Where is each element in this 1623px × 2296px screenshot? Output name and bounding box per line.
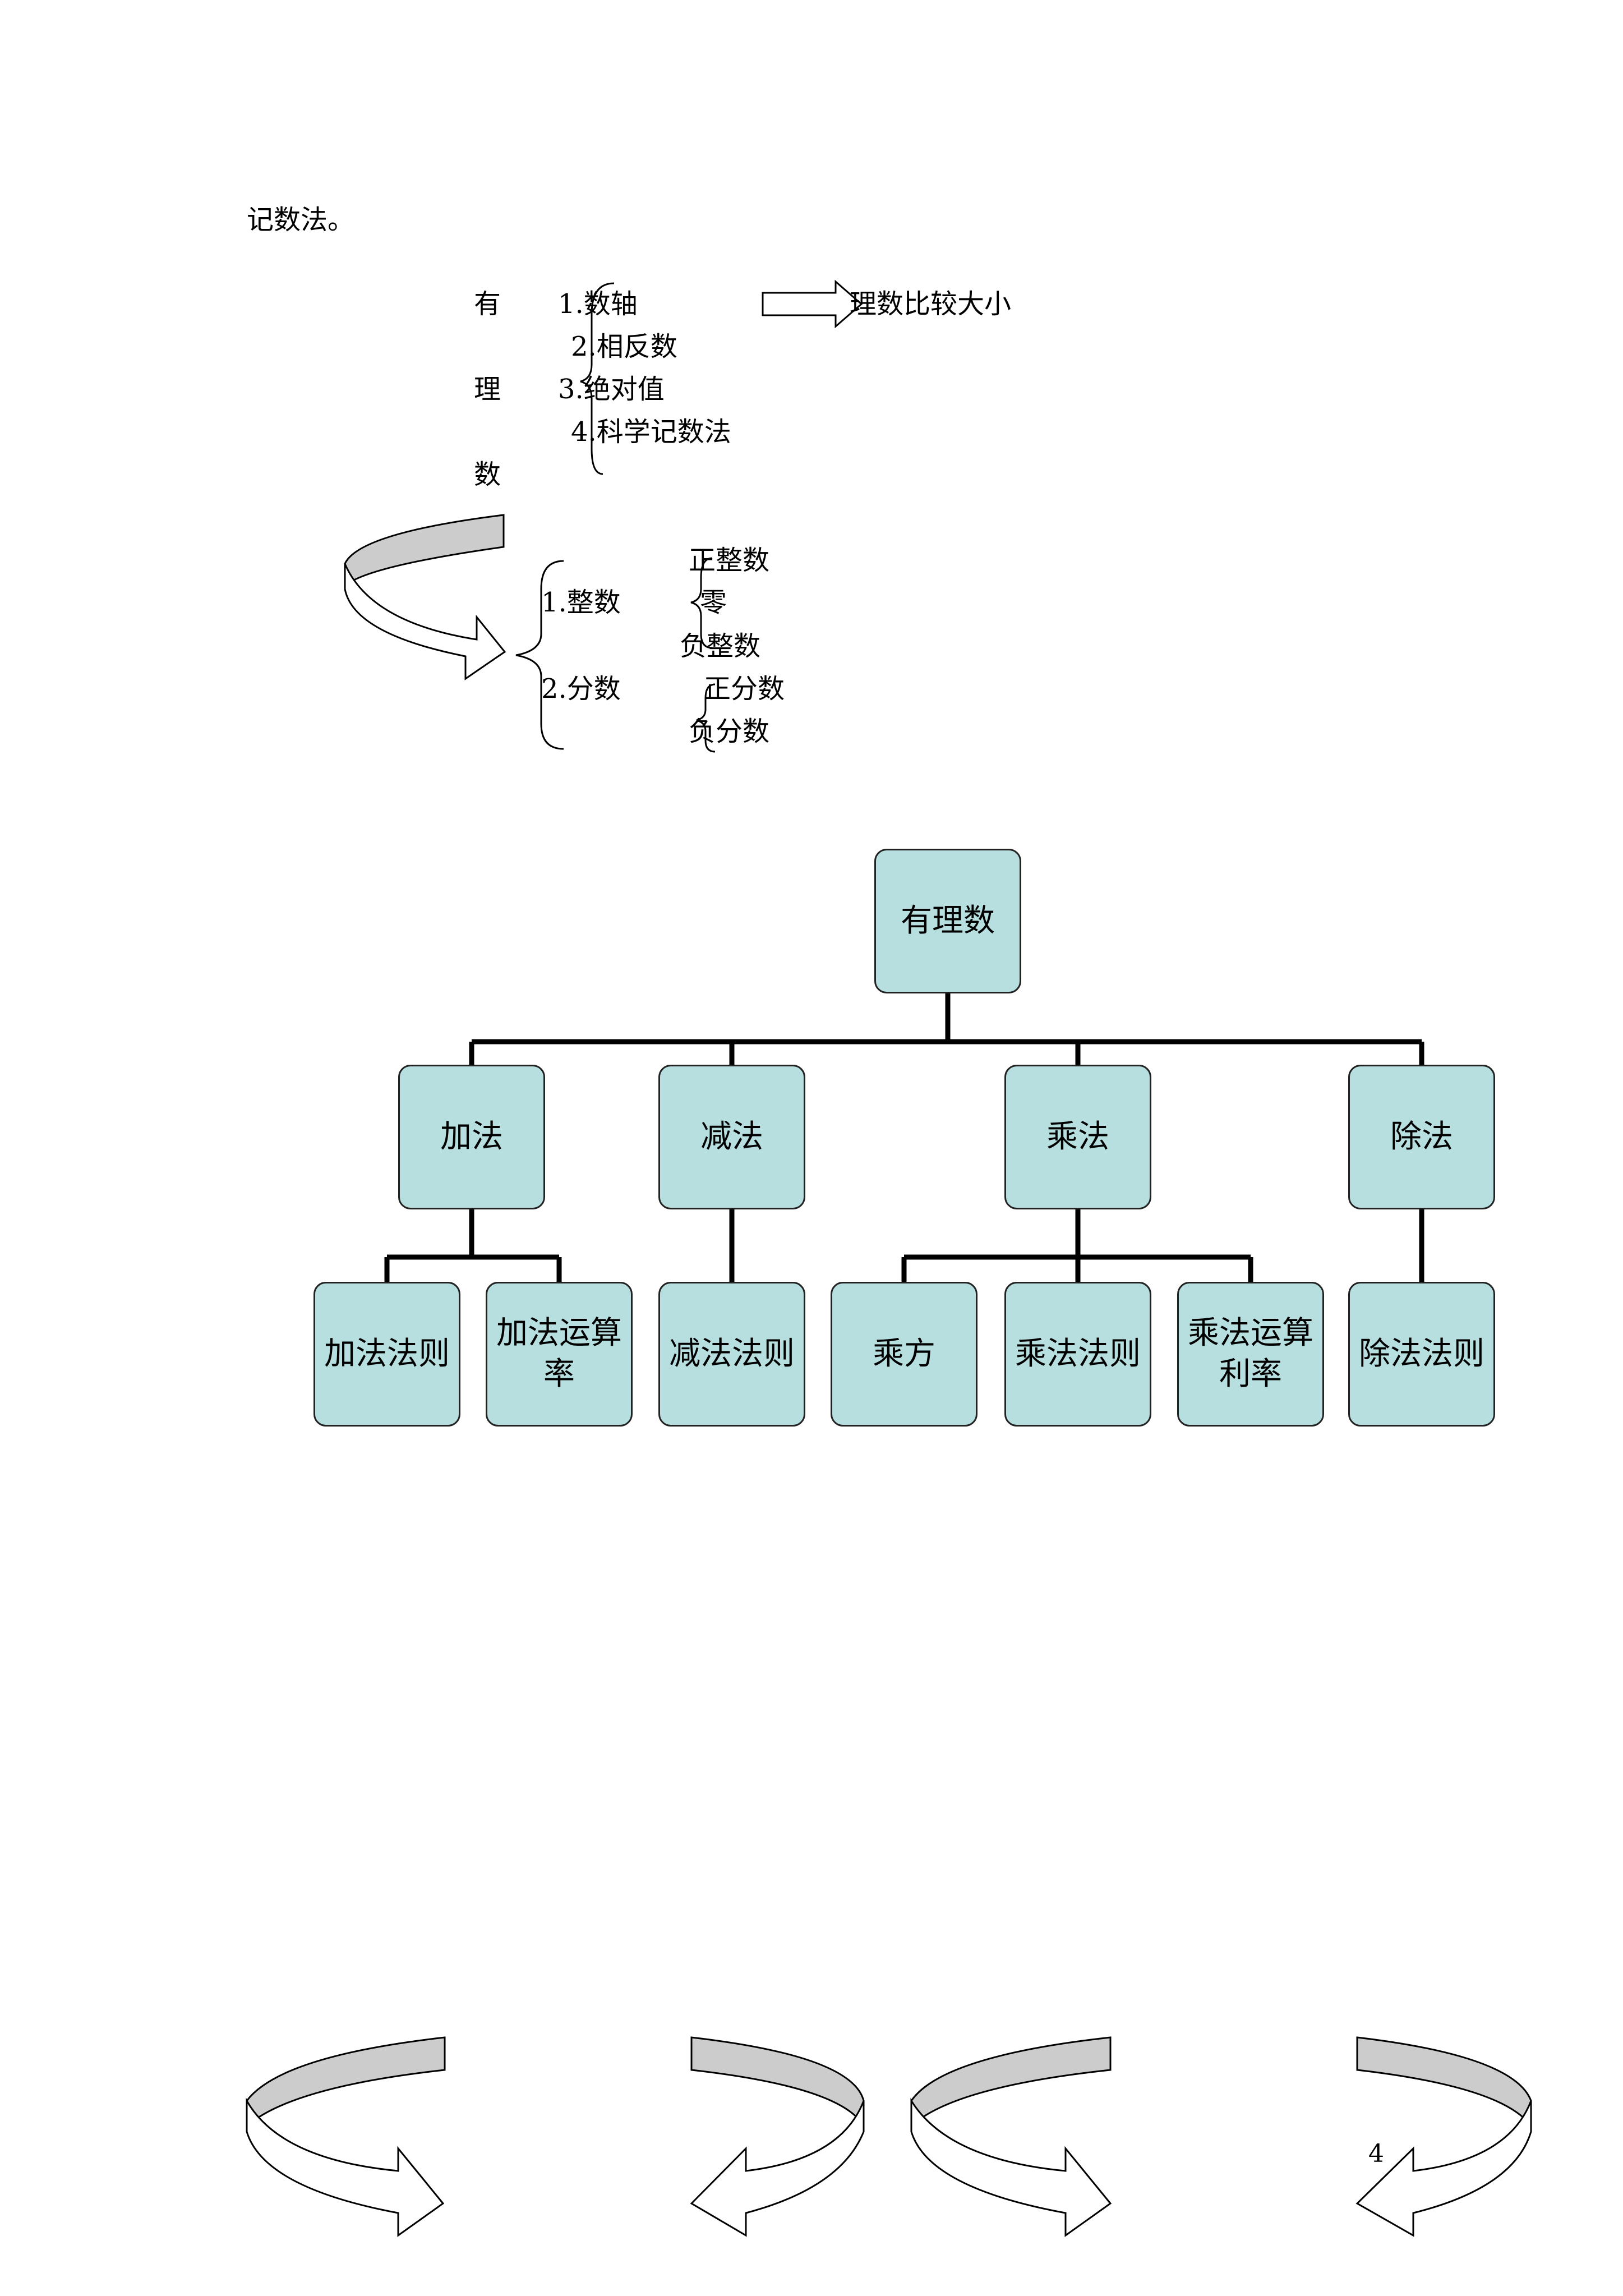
rule-label: 加法法则 xyxy=(324,1335,450,1372)
org-root-label: 有理数 xyxy=(901,902,995,939)
integer-label: 1.整数 xyxy=(541,587,621,618)
curved-arrow-icon xyxy=(246,2036,446,2237)
curved-arrow-icon xyxy=(1355,2036,1532,2237)
outline-item: 1.数轴 xyxy=(558,288,638,320)
rule-node: 加法运算率 xyxy=(486,1282,633,1427)
outline-brace xyxy=(580,282,615,475)
org-root-node: 有理数 xyxy=(874,849,1021,993)
operation-node: 加法 xyxy=(398,1065,545,1209)
rule-node: 除法法则 xyxy=(1348,1282,1495,1427)
outline-item: 4.科学记数法 xyxy=(571,416,731,448)
rule-node: 乘法运算利率 xyxy=(1177,1282,1324,1427)
rule-label: 加法运算率 xyxy=(496,1315,622,1392)
lead-text: 记数法。 xyxy=(247,204,355,236)
rule-label: 除法法则 xyxy=(1359,1335,1484,1372)
fraction-label: 2.分数 xyxy=(541,673,621,705)
rule-label: 乘法运算利率 xyxy=(1188,1315,1313,1392)
vertical-label-char: 理 xyxy=(474,374,501,405)
integer-child: 负整数 xyxy=(680,631,761,662)
integer-brace xyxy=(690,557,713,649)
integer-child: 正整数 xyxy=(689,545,770,576)
curved-arrow-icon xyxy=(690,2036,865,2237)
fraction-brace xyxy=(696,683,716,753)
rule-node: 乘法法则 xyxy=(1004,1282,1151,1427)
vertical-label-char: 数 xyxy=(474,459,501,490)
fraction-child: 正分数 xyxy=(704,673,785,705)
fraction-child: 负分数 xyxy=(689,716,770,747)
arrow-target-text: 理数比较大小 xyxy=(850,288,1012,320)
org-chart-connectors xyxy=(384,993,1424,1282)
rule-node: 减法法则 xyxy=(658,1282,805,1427)
operation-node: 减法 xyxy=(658,1065,805,1209)
operation-label: 减法 xyxy=(700,1118,763,1155)
curved-arrow-icon xyxy=(344,514,506,680)
rule-label: 乘法法则 xyxy=(1015,1335,1141,1372)
integer-child: 零 xyxy=(700,587,727,618)
operation-label: 乘法 xyxy=(1046,1118,1109,1155)
right-block-arrow-icon xyxy=(762,279,863,329)
operation-label: 加法 xyxy=(440,1118,503,1155)
curved-arrow-icon xyxy=(910,2036,1112,2237)
operation-node: 乘法 xyxy=(1004,1065,1151,1209)
rule-node: 加法法则 xyxy=(313,1282,460,1427)
page-number: 4 xyxy=(1368,2139,1384,2168)
operation-label: 除法 xyxy=(1390,1118,1453,1155)
rule-label: 乘方 xyxy=(873,1335,935,1372)
rule-node: 乘方 xyxy=(831,1282,978,1427)
outline-item: 2.相反数 xyxy=(571,331,677,362)
vertical-label-char: 有 xyxy=(474,288,501,320)
classification-brace xyxy=(515,560,564,750)
operation-node: 除法 xyxy=(1348,1065,1495,1209)
rule-label: 减法法则 xyxy=(669,1335,795,1372)
outline-item: 3.绝对值 xyxy=(558,374,665,405)
